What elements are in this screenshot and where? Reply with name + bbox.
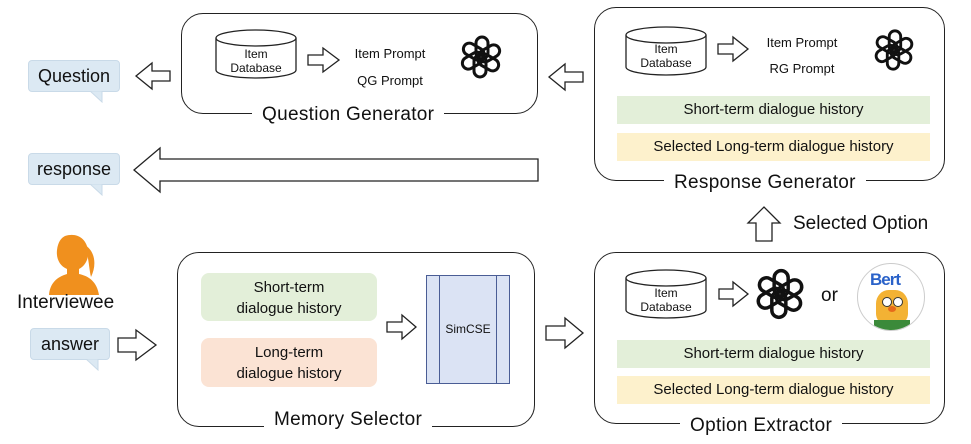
arrow-answer-to-memory [117,328,158,362]
database-icon [625,26,707,76]
bubble-tail-icon [90,91,103,103]
database-label-database: Database [640,300,692,314]
response-generator-title: Response Generator [664,172,866,194]
arrow-to-question [134,61,171,91]
bubble-tail-icon [90,184,103,196]
item-prompt-label: Item Prompt [354,46,426,61]
short-term-history-box: Short-term dialogue history [201,273,377,321]
arrow-memory-to-simcse [386,313,417,341]
bubble-tail-icon [86,359,99,371]
selected-long-term-history-band: Selected Long-term dialogue history [617,376,930,404]
bert-logo-text: Bert [870,270,901,289]
short-term-history-band: Short-term dialogue history [617,96,930,124]
or-label: or [821,285,838,306]
simcse-label: SimCSE [445,322,491,336]
selected-option-label: Selected Option [793,213,929,234]
database-label-item: Item [244,47,268,61]
qg-prompt-label: QG Prompt [357,73,423,88]
bert-logo-icon: Bert [857,263,925,331]
database-icon [625,269,707,319]
arrow-db-to-prompt [307,46,341,74]
person-silhouette-icon [49,234,99,295]
simcse-block: SimCSE [426,275,510,384]
openai-logo-icon [756,268,804,320]
arrow-memory-to-option [545,316,585,350]
arrow-selected-option-up [746,206,782,242]
option-extractor-title: Option Extractor [680,415,843,437]
short-term-history-band: Short-term dialogue history [617,340,930,368]
question-bubble: Question [28,60,120,92]
database-icon [215,29,297,79]
arrow-to-response [132,146,539,194]
arrow-rg-to-qg [547,62,584,92]
selected-long-term-history-band: Selected Long-term dialogue history [617,133,930,161]
question-generator-title: Question Generator [252,104,445,126]
memory-selector-title: Memory Selector [264,409,433,431]
arrow-db-to-llm [718,280,750,308]
database-label-item: Item [654,42,678,56]
rg-prompt-label: RG Prompt [769,61,835,76]
answer-bubble: answer [30,328,110,360]
interviewee-label: Interviewee [17,292,115,313]
database-label-item: Item [654,286,678,300]
database-label-database: Database [230,61,282,75]
database-label-database: Database [640,56,692,70]
arrow-db-to-prompt [717,35,750,63]
openai-logo-icon [874,29,914,71]
response-bubble: response [28,153,120,185]
long-term-history-box: Long-term dialogue history [201,338,377,387]
openai-logo-icon [460,35,502,79]
item-prompt-label: Item Prompt [766,35,838,50]
